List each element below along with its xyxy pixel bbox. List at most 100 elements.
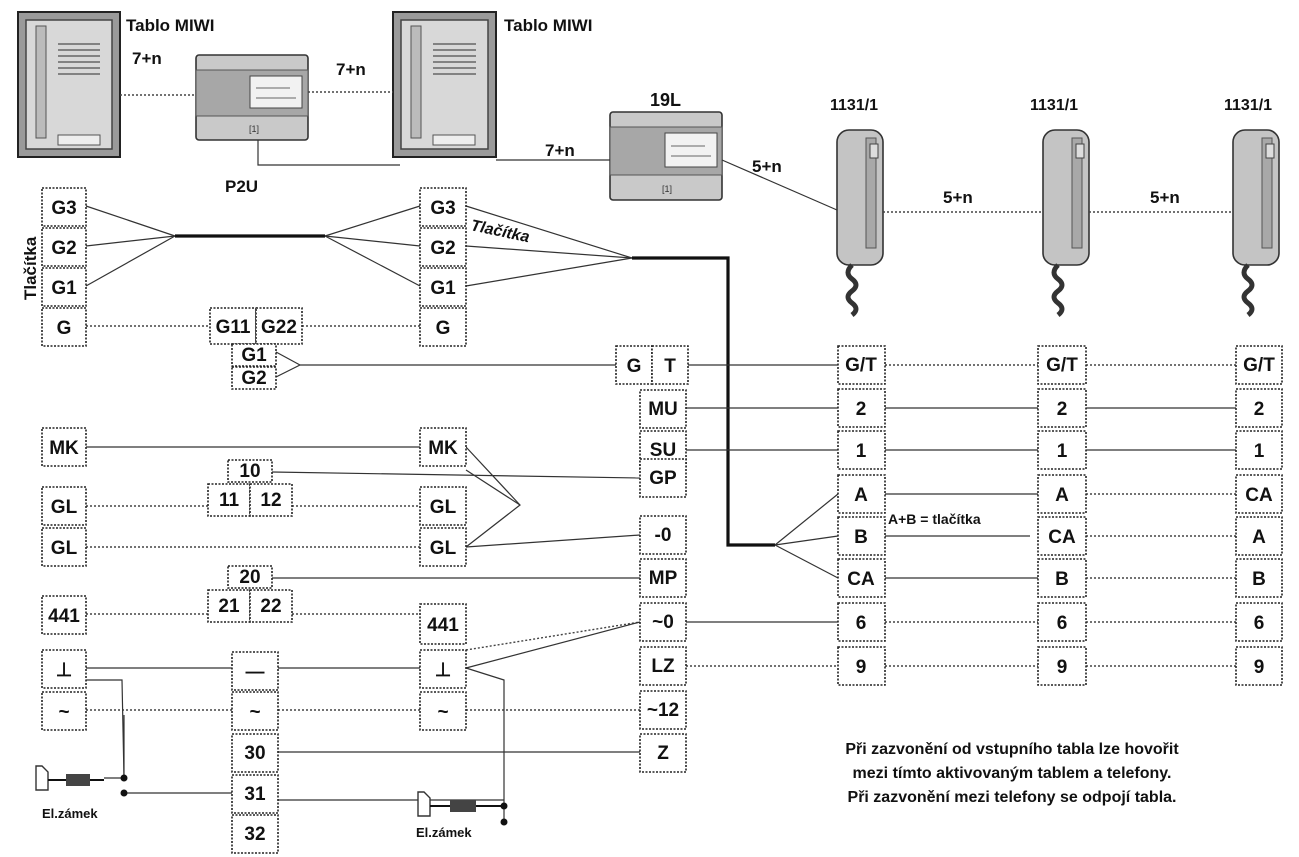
terminal: GL	[430, 497, 457, 518]
terminal: 6	[1057, 613, 1068, 634]
terminal: 9	[1254, 657, 1265, 678]
note-line-2: mezi tímto aktivovaným tablem a telefony…	[853, 765, 1172, 782]
left-terminal-block: G3 G2 G1 G MK GL GL 441 ⊥ ~	[41, 187, 87, 731]
terminal: SU	[650, 440, 676, 461]
terminal: G11	[216, 317, 251, 338]
buttons-label-mid: Tlačítka	[469, 217, 531, 246]
terminal: ~	[58, 702, 69, 723]
cable-label-5: 5+n	[943, 188, 973, 207]
panel-2-label: Tablo MIWI	[504, 16, 592, 35]
terminal: MU	[648, 399, 678, 420]
terminal: 441	[48, 606, 80, 627]
phone-2-label: 1131/1	[1030, 97, 1078, 114]
terminal: MK	[428, 438, 458, 459]
terminal: 9	[856, 657, 867, 678]
note-block: Při zazvonění od vstupního tabla lze hov…	[845, 741, 1179, 806]
terminal: G2	[241, 368, 266, 389]
terminal: GL	[430, 538, 457, 559]
terminal: B	[1252, 569, 1266, 590]
terminal: GP	[649, 468, 677, 489]
terminal: 1	[856, 441, 867, 462]
terminal: G/T	[1243, 355, 1275, 376]
terminal: CA	[847, 569, 875, 590]
entrance-panel-2	[392, 11, 497, 158]
p2u-label: P2U	[225, 177, 258, 196]
phone-1131-1	[836, 129, 884, 317]
terminal: CA	[1048, 527, 1076, 548]
terminal: 12	[260, 490, 281, 511]
p2u-module: [1]	[195, 54, 309, 141]
terminal: G	[627, 356, 642, 377]
cable-label-3: 7+n	[545, 141, 575, 160]
terminal: G/T	[1046, 355, 1078, 376]
note-line-3: Při zazvonění mezi telefony se odpojí ta…	[848, 789, 1177, 806]
lock-1-label: El.zámek	[42, 806, 98, 821]
panel-1-label: Tablo MIWI	[126, 16, 214, 35]
terminal: 10	[239, 461, 260, 482]
terminal: 21	[218, 596, 240, 617]
terminal: B	[854, 527, 868, 548]
cable-label-6: 5+n	[1150, 188, 1180, 207]
buttons-label-left: Tlačítka	[21, 236, 40, 300]
terminal: G3	[51, 198, 76, 219]
p2u-terminal-block: G11 G22 G1 G2 10 11 12 20 21 22 — ~ 30 3…	[207, 307, 303, 854]
terminal: 6	[1254, 613, 1265, 634]
terminal: A	[854, 485, 868, 506]
terminal: LZ	[651, 656, 675, 677]
terminal: ~12	[647, 700, 679, 721]
terminal: A	[1252, 527, 1266, 548]
terminal: ⊥	[435, 660, 452, 681]
entrance-panel-1	[17, 11, 121, 158]
lock-icon-2	[417, 791, 508, 826]
terminal: MP	[649, 568, 678, 589]
terminal: GL	[51, 497, 78, 518]
ab-note: A+B = tlačítka	[888, 511, 981, 527]
svg-text:[1]: [1]	[249, 124, 259, 134]
terminal: 20	[239, 567, 260, 588]
lock-2-label: El.zámek	[416, 825, 472, 840]
phone-1-terminal-block: G/T 2 1 A B CA 6 9	[837, 345, 886, 686]
terminal: G1	[241, 345, 267, 366]
unit-19l: [1]	[609, 111, 723, 201]
terminal: -0	[655, 525, 672, 546]
terminal: G1	[51, 278, 77, 299]
terminal: B	[1055, 569, 1069, 590]
terminal: A	[1055, 485, 1069, 506]
phone-2-terminal-block: G/T 2 1 A CA B 6 9	[1037, 345, 1087, 686]
terminal: 9	[1057, 657, 1068, 678]
terminal: 11	[219, 490, 240, 511]
cable-label-2: 7+n	[336, 60, 366, 79]
lock-icon-1	[35, 765, 128, 797]
terminal: G22	[261, 317, 297, 338]
svg-text:[1]: [1]	[662, 184, 672, 194]
terminal: ⊥	[56, 660, 73, 681]
cable-label-4: 5+n	[752, 157, 782, 176]
terminal: G2	[51, 238, 76, 259]
phone-3-terminal-block: G/T 2 1 CA A B 6 9	[1235, 345, 1283, 686]
phone-3-label: 1131/1	[1224, 97, 1272, 114]
terminal: G1	[430, 278, 456, 299]
wires	[85, 205, 1236, 820]
terminal: G	[436, 318, 451, 339]
note-line-1: Při zazvonění od vstupního tabla lze hov…	[845, 741, 1179, 758]
terminal: 31	[244, 784, 266, 805]
terminal: MK	[49, 438, 79, 459]
unit-19l-label: 19L	[650, 90, 681, 110]
terminal: 30	[244, 743, 265, 764]
terminal: 32	[244, 824, 265, 845]
terminal: —	[246, 662, 265, 683]
cable-label-1: 7+n	[132, 49, 162, 68]
terminal: ~	[437, 702, 448, 723]
terminal: 441	[427, 615, 459, 636]
phone-1131-2	[1042, 129, 1090, 317]
mid-terminal-block: G3 G2 G1 G MK GL GL 441 ⊥ ~	[419, 187, 467, 731]
terminal: T	[664, 356, 676, 377]
terminal: ~	[249, 702, 260, 723]
terminal: Z	[657, 743, 669, 764]
terminal: CA	[1245, 485, 1273, 506]
phone-1131-3	[1232, 129, 1280, 317]
terminal: ~0	[652, 612, 674, 633]
terminal: 2	[856, 399, 867, 420]
terminal: 1	[1254, 441, 1265, 462]
